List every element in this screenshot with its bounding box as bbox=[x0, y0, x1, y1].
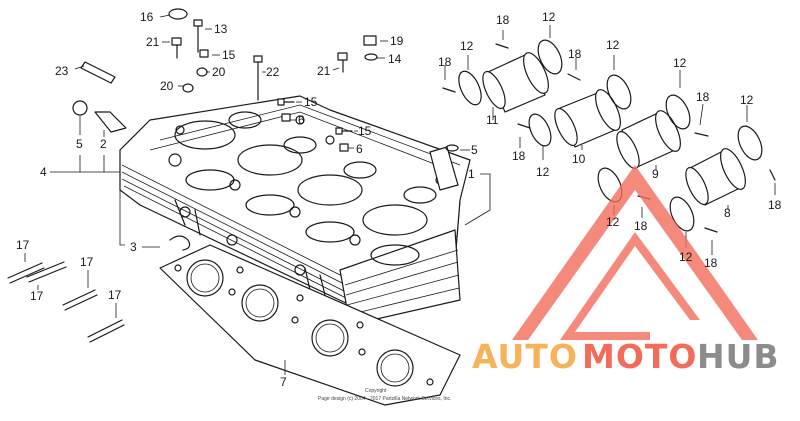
callout-3: 3 bbox=[130, 240, 137, 254]
callout-8: 8 bbox=[724, 206, 731, 220]
callout-19: 19 bbox=[390, 34, 404, 48]
callout-5-left: 5 bbox=[76, 137, 83, 151]
callout-18-c: 18 bbox=[568, 47, 582, 61]
callout-1: 1 bbox=[468, 167, 475, 181]
head-gasket bbox=[159, 244, 461, 406]
callout-12-b: 12 bbox=[542, 10, 556, 24]
callout-10: 10 bbox=[572, 152, 586, 166]
callout-12-a: 12 bbox=[460, 39, 474, 53]
callout-9: 9 bbox=[652, 167, 659, 181]
callout-18-h: 18 bbox=[704, 256, 718, 270]
callout-12-d: 12 bbox=[536, 165, 550, 179]
watermark-word-auto: AUTO bbox=[472, 337, 578, 376]
watermark-word-moto: MOTO bbox=[582, 337, 697, 376]
callout-17-c: 17 bbox=[80, 255, 94, 269]
callout-11: 11 bbox=[486, 113, 499, 127]
callout-18-g: 18 bbox=[634, 219, 648, 233]
callout-20-left: 20 bbox=[160, 79, 174, 93]
callout-2: 2 bbox=[100, 137, 107, 151]
callout-15-low: 15 bbox=[358, 124, 372, 138]
callout-15-mid: 15 bbox=[304, 95, 318, 109]
cylinder-head bbox=[119, 95, 471, 326]
callout-6-lower: 6 bbox=[356, 142, 363, 156]
callout-15-top: 15 bbox=[222, 48, 236, 62]
watermark: AUTO MOTO HUB bbox=[472, 165, 780, 376]
callout-18-b: 18 bbox=[496, 13, 510, 27]
callout-18-d: 18 bbox=[512, 149, 526, 163]
callout-18-e: 18 bbox=[696, 90, 710, 104]
callout-13: 13 bbox=[214, 22, 228, 36]
callout-22: 22 bbox=[266, 65, 280, 79]
callout-12-f: 12 bbox=[740, 93, 754, 107]
callout-20-right: 20 bbox=[212, 65, 226, 79]
callout-12-h: 12 bbox=[679, 250, 693, 264]
callout-23: 23 bbox=[55, 64, 69, 78]
copyright: Copyright Page design (c) 2004 - 2017 Pa… bbox=[318, 388, 451, 402]
callout-17-d: 17 bbox=[108, 288, 122, 302]
callout-7: 7 bbox=[280, 375, 287, 389]
callout-labels: 16 13 21 15 20 20 22 23 19 14 21 15 6 15… bbox=[16, 10, 782, 389]
callout-4: 4 bbox=[40, 165, 47, 179]
callout-6-upper: 6 bbox=[298, 113, 305, 127]
copyright-line1: Copyright bbox=[365, 388, 387, 394]
callout-17-b: 17 bbox=[30, 289, 44, 303]
callout-5-right: 5 bbox=[471, 143, 478, 157]
callout-12-e: 12 bbox=[673, 56, 687, 70]
watermark-triangle-outer bbox=[512, 165, 758, 340]
intake-insulators bbox=[482, 52, 746, 206]
callout-18-f: 18 bbox=[768, 198, 782, 212]
fasteners bbox=[7, 8, 459, 343]
callout-14: 14 bbox=[388, 52, 402, 66]
callout-12-g: 12 bbox=[606, 215, 620, 229]
leader-lines bbox=[24, 14, 776, 375]
callout-16: 16 bbox=[140, 10, 154, 24]
copyright-line2: Page design (c) 2004 - 2017 Partzilla Ne… bbox=[318, 396, 451, 402]
callout-17-a: 17 bbox=[16, 238, 30, 252]
watermark-triangle-inner bbox=[560, 232, 700, 340]
callout-18-a: 18 bbox=[438, 55, 452, 69]
callout-21-left: 21 bbox=[146, 35, 160, 49]
callout-21-right: 21 bbox=[317, 64, 331, 78]
watermark-word-hub: HUB bbox=[697, 337, 780, 376]
callout-12-c: 12 bbox=[606, 38, 620, 52]
hose-clamps bbox=[442, 39, 776, 233]
